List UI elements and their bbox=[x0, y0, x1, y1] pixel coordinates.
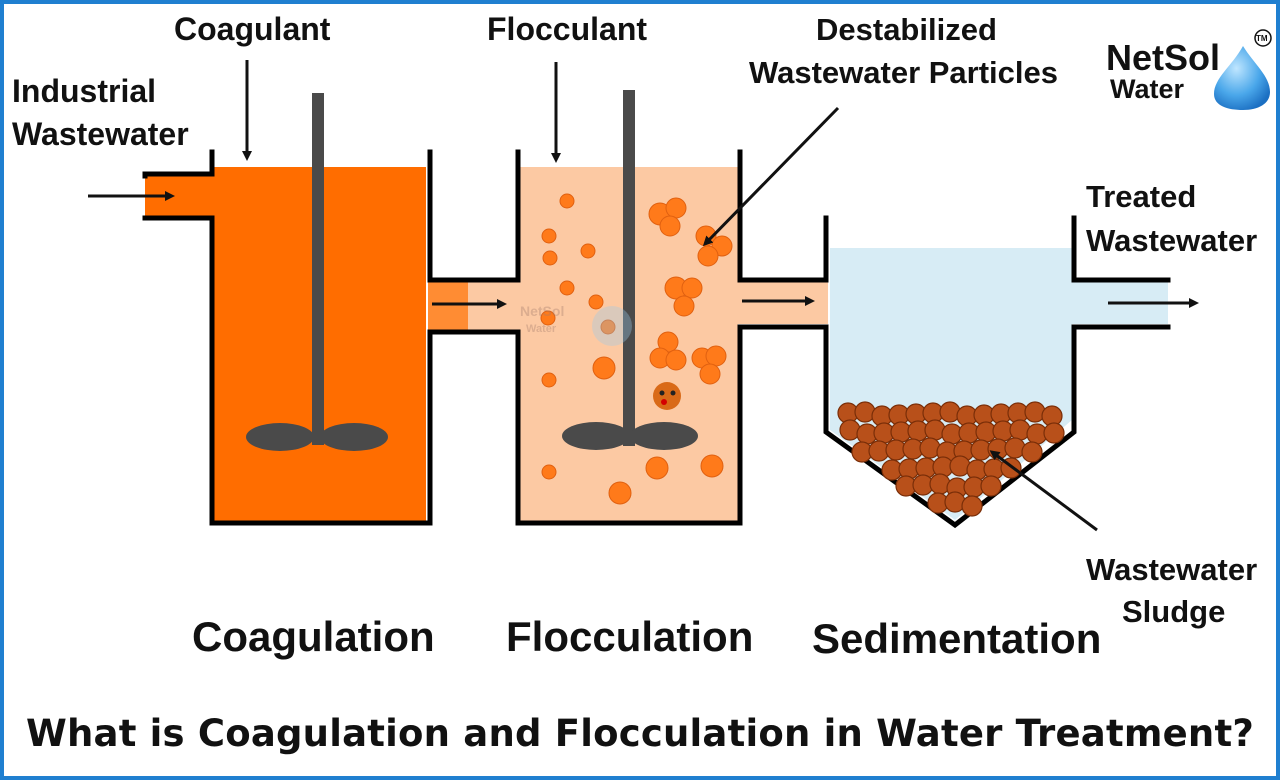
particle bbox=[541, 372, 557, 388]
particle bbox=[665, 197, 687, 219]
particle bbox=[659, 215, 681, 237]
coagulation-right-upper bbox=[427, 149, 521, 283]
flocculation-right-upper bbox=[737, 149, 829, 283]
particle bbox=[559, 193, 575, 209]
sludge-particle bbox=[1043, 422, 1065, 444]
particle bbox=[608, 481, 632, 505]
water-drop-icon bbox=[1214, 46, 1270, 110]
treated-label-1: Treated bbox=[1086, 179, 1196, 214]
trademark-text: TM bbox=[1256, 34, 1268, 43]
sludge-particle bbox=[980, 475, 1002, 497]
particle bbox=[540, 310, 556, 326]
particle-face bbox=[653, 382, 681, 410]
pipe-floc-sed-fluid bbox=[738, 282, 828, 324]
particle-eye bbox=[659, 390, 665, 396]
mixer-shaft bbox=[312, 93, 324, 445]
particle bbox=[681, 277, 703, 299]
mixer-blade-right bbox=[630, 422, 698, 450]
treated-label-2: Wastewater bbox=[1086, 223, 1257, 258]
stage-sedimentation: Sedimentation bbox=[812, 615, 1101, 662]
industrial-label-2: Wastewater bbox=[12, 116, 189, 152]
destabilized-label-2: Wastewater Particles bbox=[749, 55, 1058, 90]
sedimentation-fluid bbox=[830, 248, 1072, 520]
watermark-text: NetSol bbox=[520, 303, 564, 319]
stage-coagulation: Coagulation bbox=[192, 613, 435, 660]
industrial-label-1: Industrial bbox=[12, 73, 156, 109]
mixer-blade-right bbox=[320, 423, 388, 451]
watermark-drop bbox=[592, 306, 632, 346]
mixer-blade-left bbox=[246, 423, 314, 451]
caption-bar: What is Coagulation and Flocculation in … bbox=[0, 690, 1280, 776]
sludge-pointer bbox=[989, 450, 1098, 532]
floc-particles bbox=[540, 193, 733, 505]
logo-line2: Water bbox=[1110, 74, 1185, 104]
flocculant-label: Flocculant bbox=[487, 11, 647, 47]
flocculation-mixer bbox=[562, 90, 698, 450]
particle bbox=[665, 349, 687, 371]
page-caption: What is Coagulation and Flocculation in … bbox=[25, 711, 1254, 755]
particle-mouth bbox=[661, 399, 667, 405]
particles-pointer bbox=[702, 106, 840, 247]
coagulation-wall bbox=[209, 215, 1171, 529]
particle bbox=[600, 319, 616, 335]
particle bbox=[645, 456, 669, 480]
pipe-coag-floc-fluid-left bbox=[428, 282, 468, 332]
particle bbox=[541, 228, 557, 244]
arrows bbox=[88, 60, 1199, 532]
netsol-logo: NetSol Water TM bbox=[1106, 29, 1272, 110]
trademark-icon bbox=[1254, 29, 1272, 47]
particle bbox=[700, 454, 724, 478]
particle bbox=[705, 345, 727, 367]
logo-line1: NetSol bbox=[1106, 37, 1220, 78]
mixer-shaft bbox=[623, 90, 635, 446]
particle bbox=[588, 294, 604, 310]
sludge-label-1: Wastewater bbox=[1086, 552, 1257, 587]
coagulant-label: Coagulant bbox=[174, 11, 331, 47]
particle bbox=[580, 243, 596, 259]
sludge-label-2: Sludge bbox=[1122, 594, 1225, 629]
particle bbox=[592, 356, 616, 380]
sludge-particle bbox=[961, 495, 983, 517]
particle bbox=[699, 363, 721, 385]
stage-flocculation: Flocculation bbox=[506, 613, 753, 660]
particle bbox=[559, 280, 575, 296]
particle bbox=[542, 250, 558, 266]
sedimentation-right-upper bbox=[1071, 215, 1171, 283]
particle bbox=[541, 464, 557, 480]
sludge-particle bbox=[1021, 441, 1043, 463]
watermark-logo: NetSol Water bbox=[520, 303, 632, 346]
sludge-layer bbox=[837, 401, 1065, 517]
mixer-blade-left bbox=[562, 422, 630, 450]
particle-eye bbox=[670, 390, 676, 396]
particle bbox=[673, 295, 695, 317]
destabilized-label-1: Destabilized bbox=[816, 12, 997, 47]
tank-walls bbox=[142, 149, 1171, 529]
particle bbox=[653, 382, 681, 410]
coagulation-mixer bbox=[246, 93, 388, 451]
particle bbox=[697, 245, 719, 267]
watermark-text: Water bbox=[526, 323, 557, 335]
